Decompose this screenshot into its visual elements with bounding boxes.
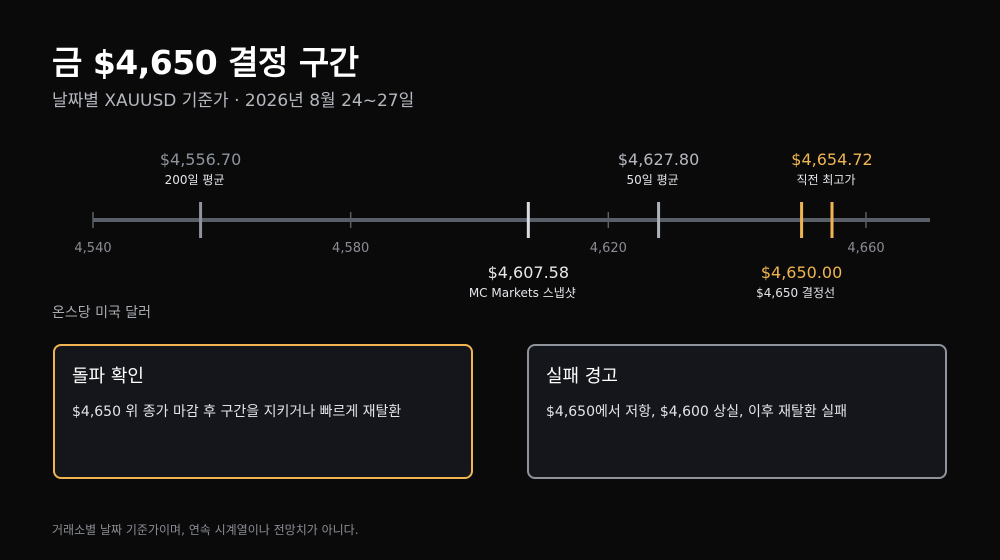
breakout-confirm-body: $4,650 위 종가 마감 후 구간을 지키거나 빠르게 재탈환 xyxy=(72,404,402,420)
marker-name-label: 직전 최고가 xyxy=(796,173,855,187)
page-title: 금 $4,650 결정 구간 xyxy=(52,43,359,82)
marker-name-label: $4,650 결정선 xyxy=(756,286,835,300)
breakout-confirm-title: 돌파 확인 xyxy=(72,366,144,387)
tick-label: 4,580 xyxy=(332,241,369,256)
page-subtitle: 날짜별 XAUUSD 기준가 · 2026년 8월 24~27일 xyxy=(52,91,415,111)
failure-warning-body: $4,650에서 저항, $4,600 상실, 이후 재탈환 실패 xyxy=(546,404,848,420)
marker-value-label: $4,607.58 xyxy=(488,263,569,282)
tick-label: 4,540 xyxy=(74,241,111,256)
unit-label: 온스당 미국 달러 xyxy=(52,305,152,321)
breakout-confirm-card: 돌파 확인 $4,650 위 종가 마감 후 구간을 지키거나 빠르게 재탈환 xyxy=(53,344,473,479)
marker-name-label: MC Markets 스냅샷 xyxy=(469,286,576,300)
failure-warning-card: 실패 경고 $4,650에서 저항, $4,600 상실, 이후 재탈환 실패 xyxy=(527,344,947,479)
price-number-line-chart: 4,540 4,580 4,620 4,660 $4,556.70 200일 평균 $4,6… xyxy=(74,150,930,300)
marker-value-label: $4,650.00 xyxy=(761,263,842,282)
marker-value-label: $4,654.72 xyxy=(791,150,872,169)
footnote: 거래소별 날짜 기준가이며, 연속 시계열이나 전망치가 아니다. xyxy=(52,523,359,537)
marker-name-label: 200일 평균 xyxy=(165,173,225,187)
marker-name-label: 50일 평균 xyxy=(626,173,678,187)
tick-label: 4,620 xyxy=(590,241,627,256)
marker-value-label: $4,627.80 xyxy=(618,150,699,169)
tick-label: 4,660 xyxy=(847,241,884,256)
failure-warning-title: 실패 경고 xyxy=(546,366,618,387)
marker-value-label: $4,556.70 xyxy=(160,150,241,169)
